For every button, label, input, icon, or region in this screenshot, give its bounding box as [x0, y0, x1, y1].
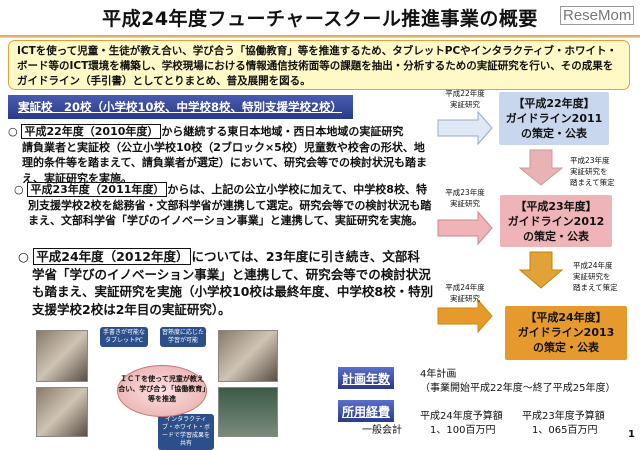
text: については、23年度に引き続き、文部科 [191, 249, 420, 264]
budget-2011-head: 平成23年度予算額 [522, 411, 605, 422]
year-box: 平成23年度（2011年度） [27, 182, 168, 197]
box-name: ガイドライン2011 [505, 112, 603, 125]
logo-watermark: ReseMom [560, 6, 635, 25]
photo-classroom [218, 330, 278, 382]
box-sub: の策定・公表 [521, 127, 587, 140]
text: 別支援学校2校を総務省・文部科学省が連携して選定。研究会等での検討状況も踏まえ、… [28, 198, 432, 228]
callout: インタラクティブ・ホワイト・ボードで学習成果を共有 [158, 414, 214, 450]
box-year: 【平成24年度】 [525, 311, 607, 324]
photo-tablet [36, 330, 88, 382]
box-sub: の策定・公表 [523, 230, 589, 243]
box-name: ガイドライン2013 [517, 326, 615, 339]
down-arrow-icon [518, 251, 564, 289]
text: から継続する東日本地域・西日本地域の実証研究 [161, 125, 404, 138]
note: 平成23年度 実証研究を 踏まえて策定 [570, 156, 615, 187]
bullet: ○ [8, 125, 18, 138]
divider [0, 35, 640, 38]
photo-whiteboard [218, 387, 278, 437]
text: からは、上記の公立小学校に加えて、中学校8校、特 [167, 183, 427, 196]
budget-2012-value: 1、100百万円 [430, 425, 496, 436]
text: 請負業者と実証校（公立小学校10校（2ブロック×5校）児童数や校舎の形状、地理的… [22, 140, 428, 185]
text: 学省「学びのイノベーション事業」と連携して、研究会等での検討状況も踏まえ、実証研… [32, 266, 434, 317]
callout: 習熟度に応じた学習が可能 [160, 327, 206, 347]
plan-label: 計画年数 [338, 367, 394, 389]
center-ellipse: ＩＣＴを使って児童が教え合い、学び合う「協働教育」等を推進 [117, 365, 207, 417]
callout: 手書きが可能なタブレットPC [100, 327, 148, 347]
input-label: 平成24年度 実証研究 [445, 283, 485, 303]
photo-students [36, 387, 88, 437]
box-sub: の策定・公表 [533, 341, 599, 354]
page-title: 平成24年度フューチャースクール推進事業の概要 [102, 8, 538, 30]
down-arrow-icon [518, 149, 564, 186]
plan-line1: 4年計画 [420, 369, 457, 380]
budget-2012-head: 平成24年度予算額 [420, 411, 503, 422]
account: 一般会計 [362, 425, 402, 436]
right-arrow-icon [437, 110, 493, 146]
right-arrow-icon [437, 210, 493, 246]
box-year: 【平成22年度】 [513, 97, 595, 110]
guideline-2012-box: 【平成23年度】ガイドライン2012 の策定・公表 [500, 195, 612, 247]
intro-box: ICTを使って児童・生徒が教え合い、学び合う「協働教育」等を推進するため、タブレ… [8, 40, 630, 90]
year-box: 平成24年度（2012年度） [33, 248, 192, 265]
guideline-2013-box: 【平成24年度】ガイドライン2013 の策定・公表 [505, 306, 627, 360]
paragraph-2012: ○ 平成24年度（2012年度）については、23年度に引き続き、文部科 学省「学… [18, 248, 438, 318]
right-arrow-icon [437, 298, 493, 334]
schools-banner: 実証校 20校（小学校10校、中学校8校、特別支援学校2校） [8, 95, 353, 119]
budget-2011-value: 1、065百万円 [532, 425, 598, 436]
cost-label: 所用経費 [338, 400, 394, 422]
page-number: 1 [628, 429, 635, 440]
bullet: ○ [18, 249, 29, 264]
guideline-2011-box: 【平成22年度】ガイドライン2011 の策定・公表 [499, 92, 609, 145]
box-name: ガイドライン2012 [507, 215, 605, 228]
input-label: 平成23年度 実証研究 [445, 188, 485, 208]
paragraph-2011: ○ 平成23年度（2011年度）からは、上記の公立小学校に加えて、中学校8校、特… [14, 182, 434, 229]
input-label: 平成22年度 実証研究 [445, 89, 485, 109]
box-year: 【平成23年度】 [515, 200, 597, 213]
note: 平成24年度 実証研究を 踏まえて策定 [573, 261, 618, 292]
flow-arrows [437, 110, 564, 334]
bullet: ○ [14, 183, 24, 196]
plan-line2: （事業開始平成22年度～終了平成25年度） [420, 383, 616, 394]
year-box: 平成22年度（2010年度） [21, 124, 162, 139]
paragraph-2010: ○ 平成22年度（2010年度）から継続する東日本地域・西日本地域の実証研究 請… [8, 124, 428, 186]
